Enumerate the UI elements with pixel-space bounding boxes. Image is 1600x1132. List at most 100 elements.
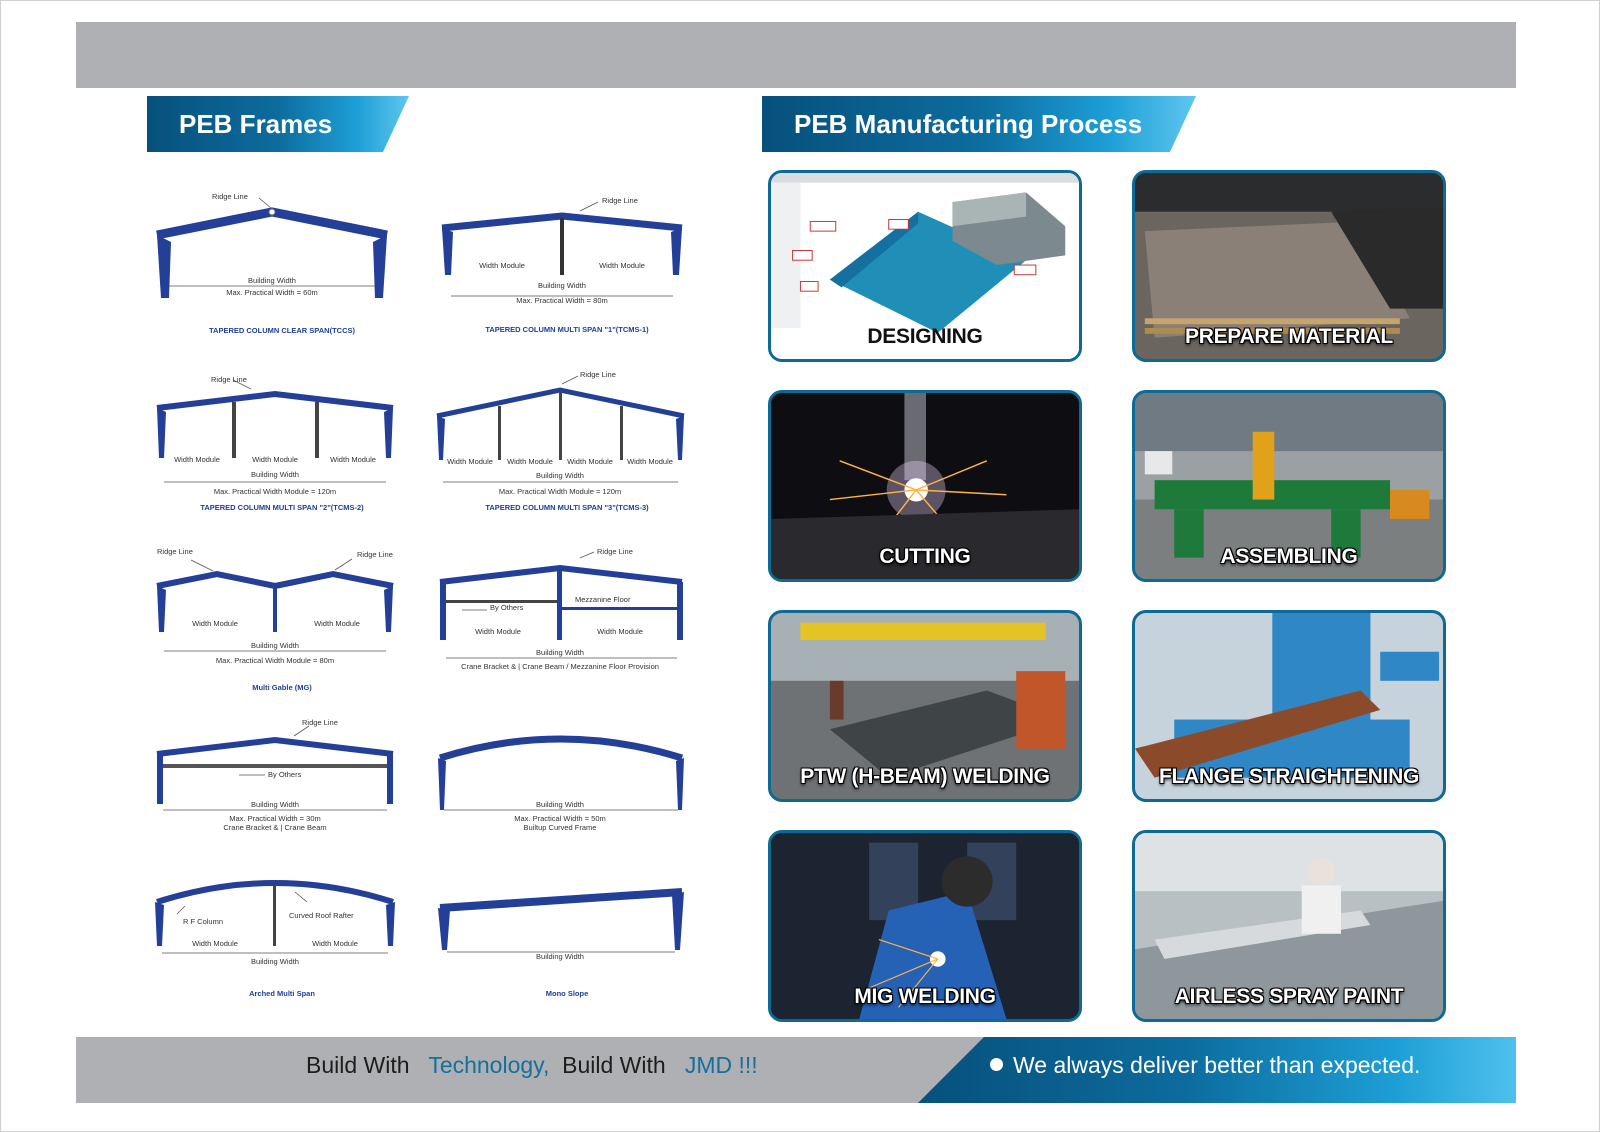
process-card-assembling: ASSEMBLING [1132,390,1446,582]
bullet-icon [990,1058,1003,1071]
svg-text:Max. Practical Width Module =: Max. Practical Width Module = 120m [499,487,621,496]
frame-caption: TAPERED COLUMN MULTI SPAN "3"(TCMS-3) [485,503,649,512]
process-label: CUTTING [879,545,971,568]
steel-plates-photo [1135,173,1443,359]
frame-mono-slope: Building Width Mono Slope [432,878,702,1048]
svg-text:Width Module: Width Module [174,455,220,464]
svg-text:Building Width: Building Width [536,471,584,480]
frame-caption: Arched Multi Span [249,989,315,998]
svg-text:Width Module: Width Module [597,627,643,636]
svg-text:Width Module: Width Module [567,457,613,466]
process-card-flange-straightening: FLANGE STRAIGHTENING [1132,610,1446,802]
svg-text:Building Width: Building Width [251,800,299,809]
frame-tcms-3: Ridge Line Width Module Width Module Wid… [432,370,702,542]
frame-tcms-2: Ridge Line Width Module Width Module Wid… [147,372,417,542]
peb-frames-heading: PEB Frames [147,96,409,152]
svg-text:Ridge Line: Ridge Line [357,550,393,559]
frame-caption: Mono Slope [545,989,589,998]
process-card-cutting: CUTTING [768,390,1082,582]
frame-caption: TAPERED COLUMN MULTI SPAN "1"(TCMS-1) [485,325,649,334]
slogan-text: Build With [306,1052,410,1078]
header-band [76,22,1516,88]
process-card-designing: DESIGNING [768,170,1082,362]
svg-text:Ridge Line: Ridge Line [602,196,638,205]
svg-text:Building Width: Building Width [536,952,584,961]
svg-text:Max. Practical Width = 80m: Max. Practical Width = 80m [516,296,608,305]
svg-text:Building Width: Building Width [251,470,299,479]
frame-curved: Building Width Max. Practical Width = 50… [432,728,702,898]
slogan-highlight: Technology, [428,1052,550,1078]
svg-text:Max. Practical Width = 50m: Max. Practical Width = 50m [514,814,606,823]
svg-text:Building Width: Building Width [248,276,296,285]
svg-text:Ridge Line: Ridge Line [157,547,193,556]
svg-text:Width Module: Width Module [507,457,553,466]
process-label: DESIGNING [867,325,983,348]
slogan-brand: JMD !!! [684,1052,758,1078]
svg-text:By Others: By Others [268,770,302,779]
frame-tcms-1: Ridge Line Width Module Width Module Bui… [432,180,702,350]
svg-text:Crane Bracket & | Crane Beam /: Crane Bracket & | Crane Beam / Mezzanine… [461,662,659,671]
svg-text:Width Module: Width Module [312,939,358,948]
h-beam-welding-photo [771,613,1079,799]
process-card-prepare-material: PREPARE MATERIAL [1132,170,1446,362]
svg-text:Builtup Curved Frame: Builtup Curved Frame [524,823,597,832]
frame-arched-multi-span: R F Column Curved Roof Rafter Width Modu… [147,878,417,1048]
svg-text:Width Module: Width Module [330,455,376,464]
frame-tccs: Ridge Line Building Width Max. Practical… [147,180,417,350]
svg-text:Width Module: Width Module [314,619,360,628]
frame-crane-clear-span: By Others Ridge Line Building Width Max.… [147,718,417,898]
svg-text:Width Module: Width Module [479,261,525,270]
svg-text:Ridge Line: Ridge Line [211,375,247,384]
process-label: ASSEMBLING [1220,545,1358,568]
svg-text:Building Width: Building Width [536,800,584,809]
peb-process-heading: PEB Manufacturing Process [762,96,1196,152]
tagline-text: We always deliver better than expected. [1013,1052,1421,1078]
process-card-ptw-welding: PTW (H-BEAM) WELDING [768,610,1082,802]
svg-text:Crane Bracket & | Crane Beam: Crane Bracket & | Crane Beam [223,823,326,832]
svg-text:Width Module: Width Module [192,939,238,948]
svg-text:Max. Practical Width Module =: Max. Practical Width Module = 120m [214,487,336,496]
frame-caption: TAPERED COLUMN CLEAR SPAN(TCCS) [209,326,355,335]
process-card-airless-spray-paint: AIRLESS SPRAY PAINT [1132,830,1446,1022]
svg-text:Building Width: Building Width [536,648,584,657]
frame-caption: TAPERED COLUMN MULTI SPAN "2"(TCMS-2) [200,503,364,512]
svg-text:Width Module: Width Module [475,627,521,636]
flange-straightening-photo [1135,613,1443,799]
svg-text:Max. Practical Width Module =: Max. Practical Width Module = 80m [216,656,334,665]
svg-text:Max. Practical Width = 30m: Max. Practical Width = 30m [229,814,321,823]
spray-painting-photo [1135,833,1443,1019]
svg-text:R F Column: R F Column [183,917,223,926]
frame-multi-gable: Ridge Line Ridge Line Width Module Width… [147,547,417,722]
svg-text:Mezzanine Floor: Mezzanine Floor [575,595,631,604]
svg-text:Width Module: Width Module [252,455,298,464]
plasma-cutting-photo [771,393,1079,579]
process-label: FLANGE STRAIGHTENING [1159,765,1419,788]
process-label: MIG WELDING [854,985,996,1008]
footer-tagline: We always deliver better than expected. [990,1052,1420,1079]
svg-text:Building Width: Building Width [251,641,299,650]
frame-caption: Multi Gable (MG) [252,683,312,692]
svg-text:Width Module: Width Module [599,261,645,270]
svg-text:Ridge Line: Ridge Line [597,547,633,556]
assembling-machine-photo [1135,393,1443,579]
svg-text:By Others: By Others [490,603,524,612]
footer-slogan: Build With Technology, Build With JMD !!… [306,1052,758,1079]
svg-text:Building Width: Building Width [251,957,299,966]
svg-text:Curved Roof Rafter: Curved Roof Rafter [289,911,354,920]
svg-text:Max. Practical Width = 60m: Max. Practical Width = 60m [226,288,318,297]
svg-text:Width Module: Width Module [627,457,673,466]
designing-illustration [771,173,1079,359]
svg-text:Width Module: Width Module [447,457,493,466]
process-card-mig-welding: MIG WELDING [768,830,1082,1022]
svg-text:Ridge Line: Ridge Line [212,192,248,201]
slogan-text: Build With [562,1052,666,1078]
svg-text:Ridge Line: Ridge Line [302,718,338,727]
svg-text:Ridge Line: Ridge Line [580,370,616,379]
frame-crane-mezzanine: By Others Ridge Line Mezzanine Floor Wid… [432,547,702,722]
process-label: PREPARE MATERIAL [1185,325,1393,348]
svg-text:Width Module: Width Module [192,619,238,628]
mig-welding-photo [771,833,1079,1019]
footer-accent [918,1037,1516,1103]
process-label: PTW (H-BEAM) WELDING [800,765,1050,788]
svg-text:Building Width: Building Width [538,281,586,290]
